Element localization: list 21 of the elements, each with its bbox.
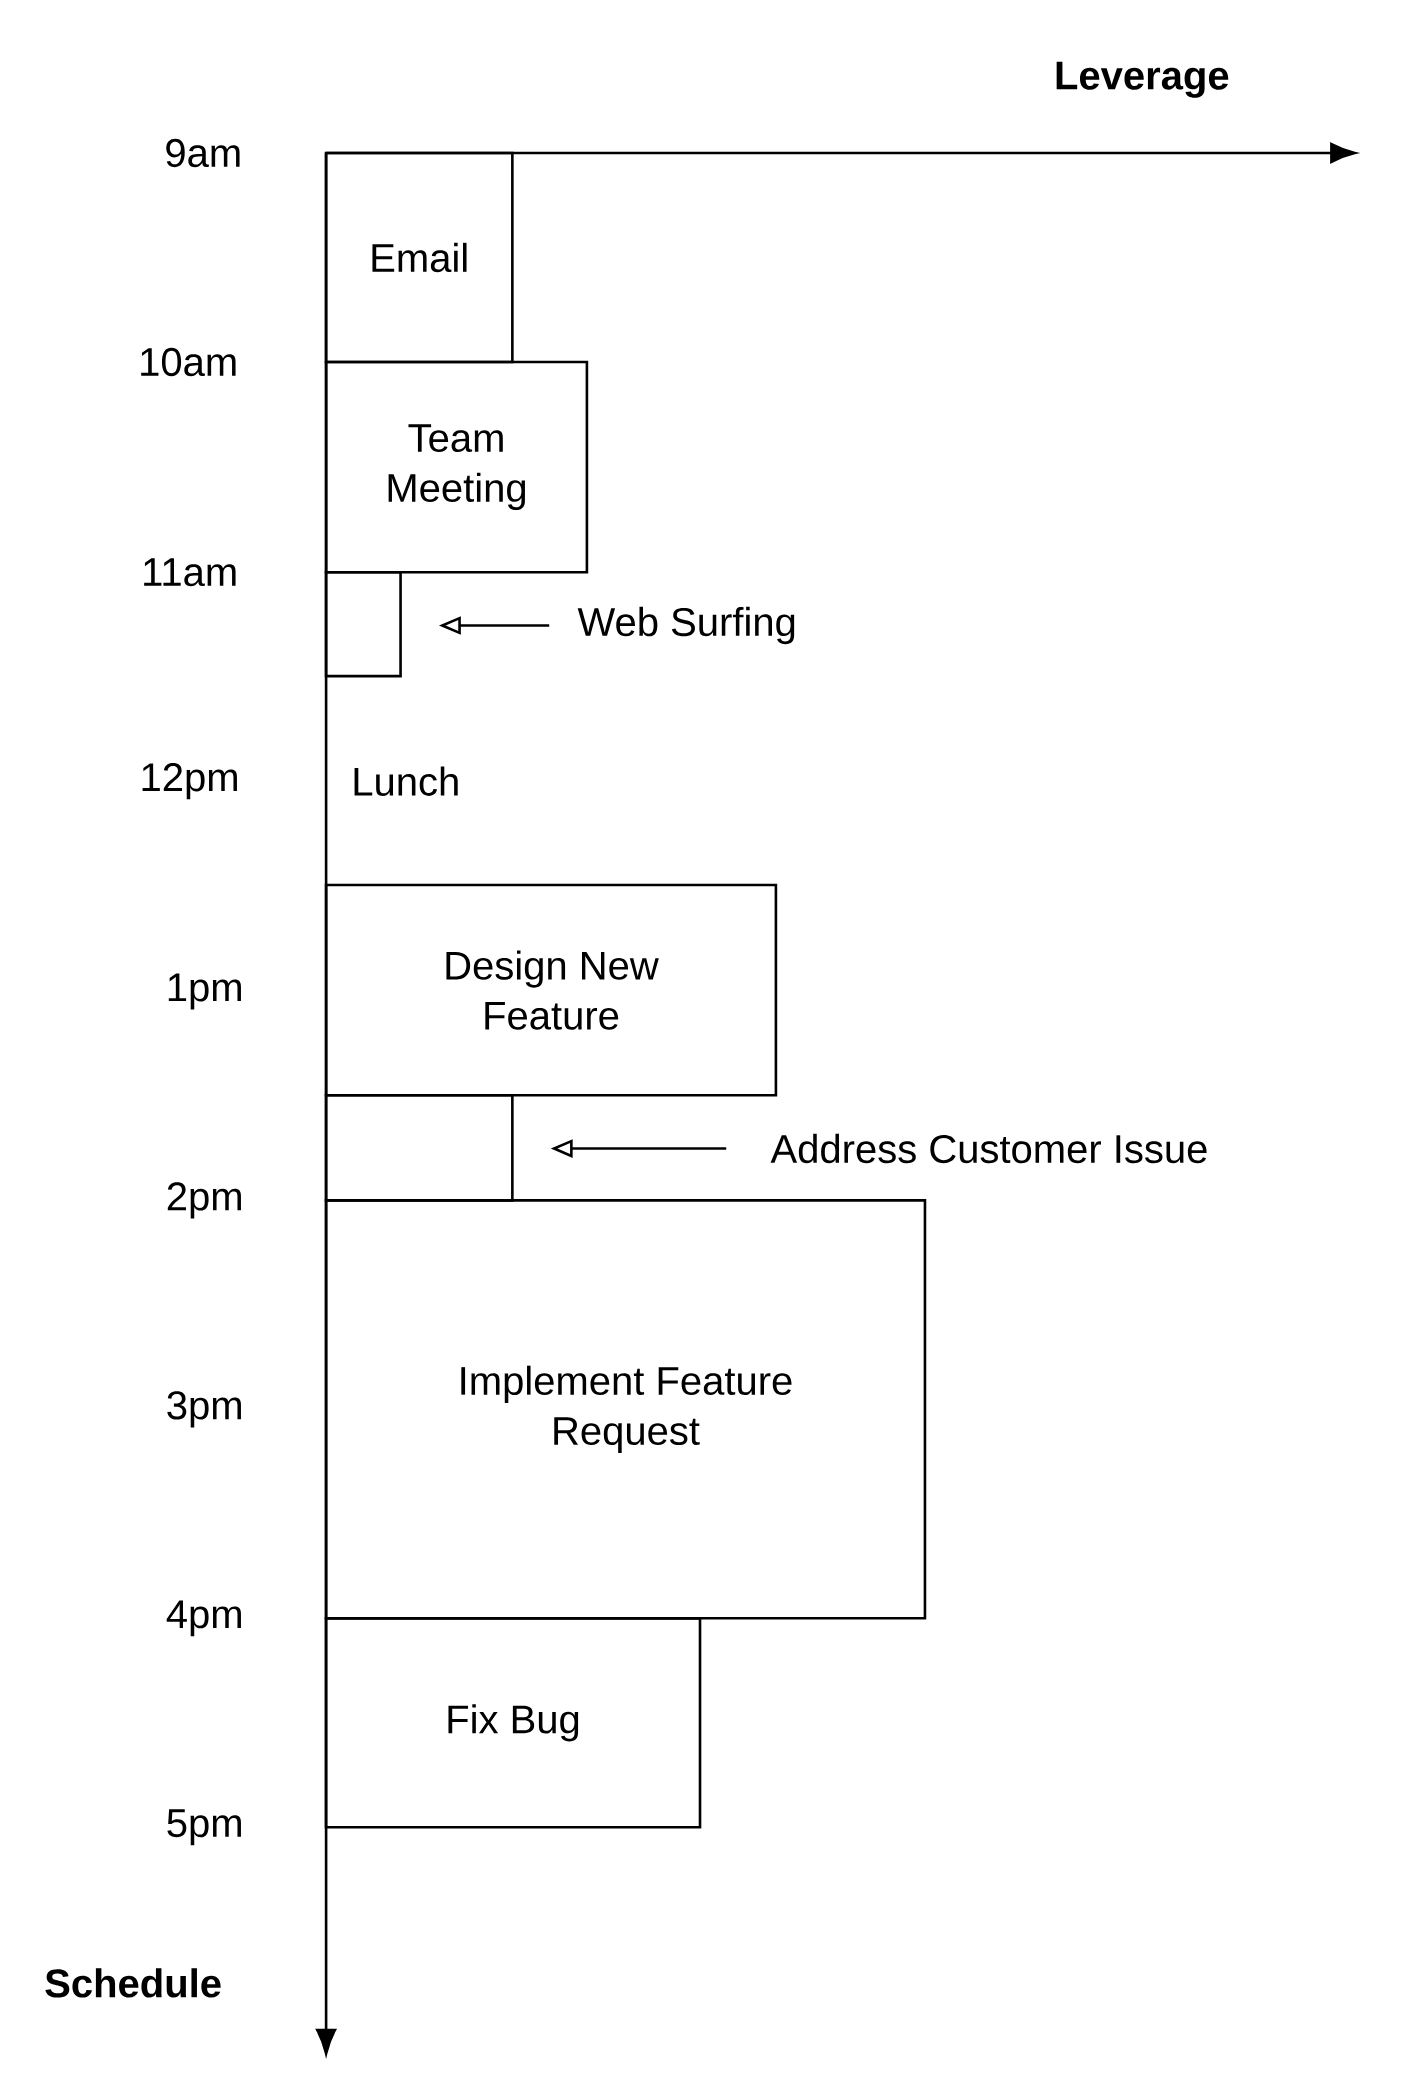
time-label: 9am [166,138,240,168]
time-label: 5pm [167,1809,241,1846]
time-label: 11am [144,558,236,587]
activity-box: Design New Feature [324,883,778,1097]
time-label: 12pm [142,763,237,800]
time-label: 4pm [166,1600,241,1637]
activity-box: Team Meeting [324,360,589,574]
activity-box: Fix Bug [324,1617,702,1829]
time-label: 10am [141,347,236,377]
annotation-text: Address Customer Issue [770,1133,1207,1164]
time-label: 3pm [167,1391,241,1428]
empty-box [324,1093,514,1202]
activity-box: Email [324,151,514,364]
axis-title: Leverage [1056,61,1229,98]
empty-box [324,571,402,678]
annotation-text: Web Surfing [577,606,795,645]
activity-box: Implement Feature Request [324,1199,927,1620]
time-label: 2pm [167,1182,241,1219]
axis-title: Schedule [45,1968,221,1998]
time-label: 1pm [168,973,241,1010]
gap-label: Lunch [354,766,458,796]
